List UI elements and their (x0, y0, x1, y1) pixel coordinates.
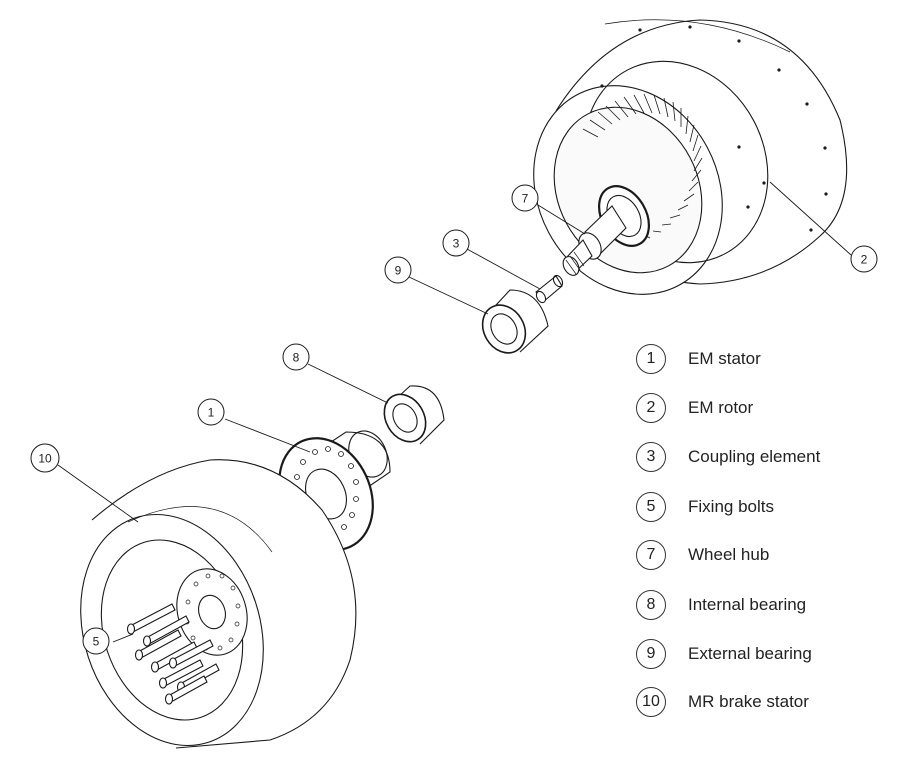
callout-number: 7 (522, 192, 529, 206)
coupling-element-part (535, 274, 564, 304)
leader-line-5 (112, 633, 134, 643)
legend-label: EM rotor (688, 398, 754, 417)
callout-number: 2 (861, 253, 868, 267)
callout-number: 9 (395, 264, 402, 278)
legend-item: 10 MR brake stator (636, 685, 809, 719)
mr-brake-stator-part (80, 459, 357, 749)
callout-number: 3 (453, 237, 460, 251)
legend-number-badge: 1 (636, 344, 666, 374)
callout-number: 10 (38, 452, 52, 466)
legend-item: 7 Wheel hub (636, 538, 769, 572)
legend-label: Fixing bolts (688, 497, 774, 516)
legend-label: Coupling element (688, 447, 821, 466)
legend-item: 3 Coupling element (636, 440, 820, 474)
legend-label: MR brake stator (688, 692, 809, 711)
leader-line-7 (537, 204, 586, 235)
legend-label: Wheel hub (688, 545, 770, 564)
legend-number-badge: 2 (636, 393, 666, 423)
leader-line-2 (769, 181, 852, 256)
callout-number: 5 (93, 635, 100, 649)
legend-item: 2 EM rotor (636, 391, 753, 425)
leader-line-8 (307, 363, 389, 404)
callout-2: 2 (850, 245, 878, 273)
callout-number: 1 (208, 406, 215, 420)
callout-bubbles: 2 7 3 9 8 1 10 5 (30, 184, 878, 655)
callout-9: 9 (384, 256, 412, 284)
legend-number-badge: 3 (636, 442, 666, 472)
legend-number-badge: 5 (636, 492, 666, 522)
leader-line-9 (408, 276, 489, 315)
legend-number-badge: 10 (636, 687, 666, 717)
legend-number-badge: 8 (636, 590, 666, 620)
leader-line-3 (466, 248, 541, 290)
callout-3: 3 (442, 229, 470, 257)
callout-5: 5 (82, 627, 110, 655)
leader-line-1 (224, 418, 311, 453)
internal-bearing-part (383, 385, 445, 445)
callout-7: 7 (511, 184, 539, 212)
leader-lines (57, 181, 852, 643)
legend-number-badge: 7 (636, 540, 666, 570)
callout-number: 8 (293, 351, 300, 365)
legend-label: EM stator (688, 349, 761, 368)
wheel-hub-part (562, 185, 650, 276)
leader-line-10 (57, 464, 139, 523)
legend-label: Internal bearing (688, 595, 807, 614)
legend-item: 9 External bearing (636, 637, 812, 671)
legend-number-badge: 9 (636, 639, 666, 669)
fixing-bolts-part (126, 603, 220, 705)
legend-label: External bearing (688, 644, 812, 663)
callout-1: 1 (197, 398, 225, 426)
callout-10: 10 (30, 443, 60, 473)
external-bearing-part (481, 289, 549, 354)
legend-item: 8 Internal bearing (636, 588, 806, 622)
legend-item: 1 EM stator (636, 342, 761, 376)
callout-8: 8 (282, 343, 310, 371)
legend-item: 5 Fixing bolts (636, 490, 774, 524)
